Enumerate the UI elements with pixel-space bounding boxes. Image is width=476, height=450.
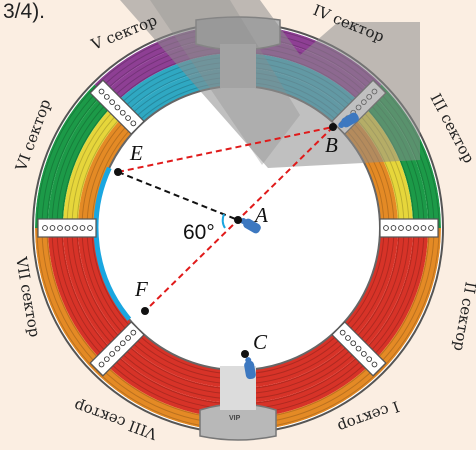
- aisle-dot: [355, 345, 362, 352]
- angle-arc: [221, 213, 226, 229]
- aisle-gate: [89, 321, 145, 377]
- aisle-dot: [119, 340, 126, 347]
- aisle-dot: [371, 361, 378, 368]
- aisle-dot: [42, 225, 48, 231]
- aisle-dot: [98, 361, 105, 368]
- seating-band-2-1: [361, 93, 428, 228]
- sector-label-ii: II сектор: [450, 280, 476, 352]
- seating-band-3-2: [63, 104, 125, 228]
- aisle-dot: [103, 93, 110, 100]
- seating-band-5-2: [63, 228, 125, 352]
- aisle-dot: [383, 225, 389, 231]
- aisle-box: [37, 218, 97, 238]
- aisle-dot: [57, 225, 63, 231]
- point-e: [114, 168, 122, 176]
- seating-band-6-1: [238, 351, 373, 418]
- aisle-dot: [339, 329, 346, 336]
- aisle-dot: [114, 104, 121, 111]
- aisle-dot: [103, 356, 110, 363]
- aisle-dot: [125, 335, 131, 341]
- aisle-gate: [37, 218, 97, 238]
- aisle-dot: [109, 351, 115, 357]
- aisle-dot: [87, 225, 93, 231]
- point-b: [329, 123, 337, 131]
- aisle-dot: [361, 351, 367, 357]
- label-e: E: [129, 141, 143, 165]
- seating-band-7-3: [124, 328, 238, 388]
- aisle-box: [331, 321, 387, 377]
- vip-label: VIP: [229, 415, 241, 422]
- player-b: [338, 112, 359, 128]
- aisle-dot: [130, 329, 137, 336]
- seating-band-7-2: [114, 341, 238, 403]
- label-b: B: [325, 133, 338, 157]
- aisle-dot: [420, 225, 427, 231]
- aisle-box: [89, 321, 145, 377]
- aisle-gate: [379, 218, 439, 238]
- sector-label-iii: III сектор: [426, 90, 476, 166]
- point-a: [234, 216, 242, 224]
- aisle-dot: [64, 225, 71, 231]
- point-c: [241, 350, 249, 358]
- label-c: C: [253, 330, 268, 354]
- aisle-dot: [390, 225, 397, 231]
- aisle-dot: [98, 88, 105, 95]
- aisle-dot: [49, 225, 56, 231]
- aisle-dot: [72, 225, 78, 231]
- seating-band-5-1: [48, 228, 115, 363]
- aisle-dot: [345, 335, 351, 341]
- aisle-dot: [79, 225, 86, 231]
- aisle-dot: [405, 225, 412, 231]
- label-a: A: [253, 203, 268, 227]
- aisle-box: [89, 79, 145, 135]
- point-f: [141, 307, 149, 315]
- line-e-a: [117, 171, 239, 221]
- aisle-dot: [125, 115, 131, 121]
- aisle-dot: [413, 225, 419, 231]
- seating-band-6-2: [238, 341, 362, 403]
- player-c: [244, 357, 256, 380]
- seating-band-2-2: [351, 104, 414, 228]
- line-e-b: [117, 126, 334, 173]
- aisle-dot: [398, 225, 404, 231]
- seating-band-3-3: [78, 114, 138, 228]
- seating-band-3-1: [48, 93, 115, 228]
- aisle-dot: [114, 345, 121, 352]
- aisle-dot: [109, 99, 115, 105]
- seating-band-7-1: [103, 351, 238, 418]
- aisle-dot: [350, 340, 357, 347]
- label-f: F: [134, 277, 148, 301]
- aisle-dot: [366, 356, 373, 363]
- aisle-dot: [130, 120, 137, 127]
- aisle-dot: [428, 225, 434, 231]
- arc-ef: [93, 166, 132, 321]
- top-text: 3/4).: [3, 0, 45, 23]
- aisle-gate: [331, 321, 387, 377]
- seating-band-4-1: [361, 228, 428, 363]
- aisle-dot: [119, 109, 126, 116]
- angle-label: 60°: [183, 221, 215, 244]
- seating-band-6-3: [238, 328, 352, 388]
- aisle-box: [379, 218, 439, 238]
- seating-band-4-2: [351, 228, 413, 352]
- seating-band-4-3: [338, 228, 398, 342]
- overlay-arrow-lower: [150, 0, 300, 165]
- aisle-gate: [89, 79, 145, 135]
